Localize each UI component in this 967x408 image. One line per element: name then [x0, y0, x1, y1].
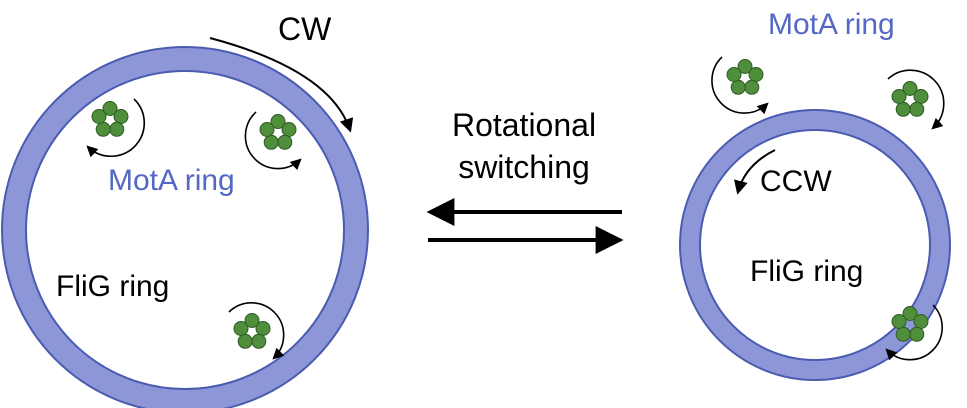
cw-rotation-arrow	[209, 37, 354, 133]
mota-unit-right-3	[885, 304, 943, 361]
ccw-label: CCW	[760, 165, 832, 198]
cw-label: CW	[278, 11, 332, 47]
ccw-rotation-arrow	[734, 149, 776, 195]
circular-arrow-icon	[711, 56, 769, 115]
mota-unit-right-1	[711, 56, 769, 115]
mota-unit-right-2	[887, 69, 945, 130]
mota-unit-left-3	[228, 302, 285, 360]
mota-ring-label-left: MotA ring	[108, 164, 235, 197]
circular-arrow-icon	[86, 98, 145, 158]
switching-label-line1: Rotational	[452, 107, 596, 143]
mota-unit-left-2	[244, 111, 302, 171]
circular-arrow-icon	[228, 302, 285, 360]
circular-arrow-icon	[887, 69, 945, 130]
mota-ring-label-right: MotA ring	[768, 8, 895, 41]
circular-arrow-icon	[885, 304, 943, 361]
switching-label-line2: switching	[458, 149, 590, 185]
flig-ring-label-left: FliG ring	[56, 270, 169, 303]
circular-arrow-icon	[244, 111, 302, 171]
mota-unit-left-1	[86, 98, 145, 158]
flig-ring-label-right: FliG ring	[750, 255, 863, 288]
